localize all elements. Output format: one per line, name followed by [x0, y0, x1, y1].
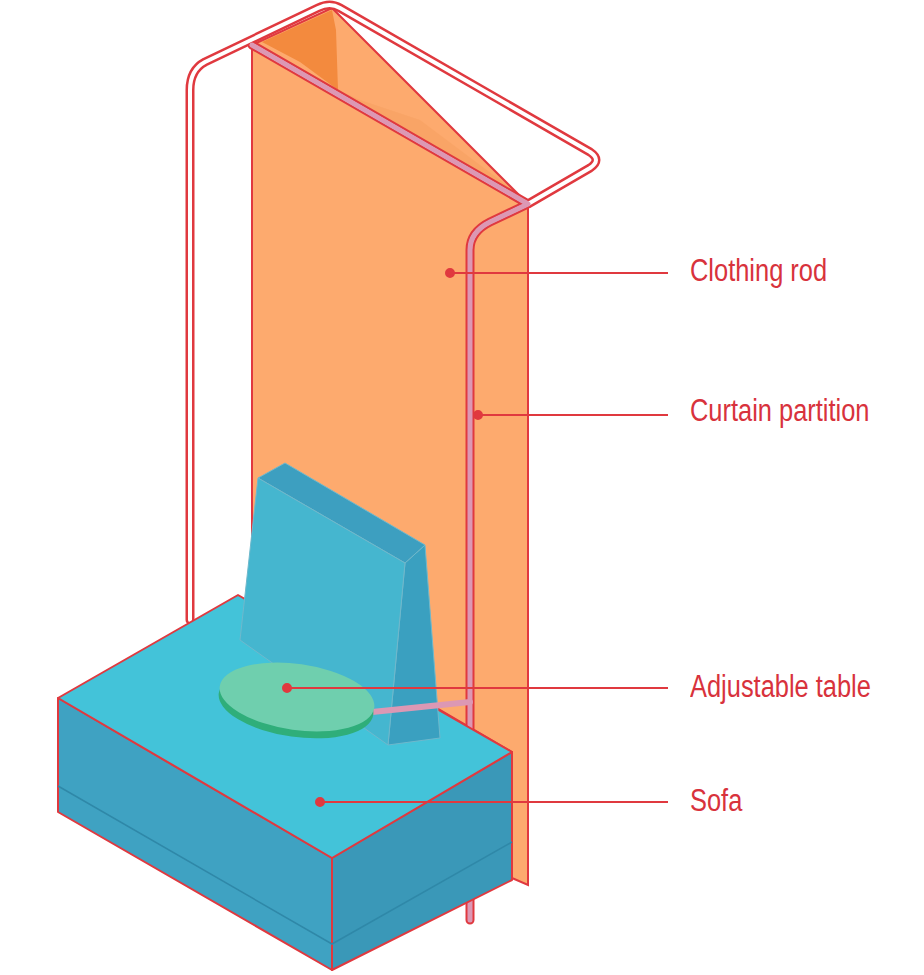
leader-lines	[283, 269, 668, 806]
part-label: Adjustable table	[690, 671, 871, 702]
adjustable-table	[214, 653, 379, 747]
part-label: Curtain partition	[690, 395, 869, 426]
table-arm	[372, 702, 470, 712]
part-label: Clothing rod	[690, 255, 827, 286]
curtain-fold	[262, 10, 338, 90]
part-label: Sofa	[690, 785, 742, 816]
